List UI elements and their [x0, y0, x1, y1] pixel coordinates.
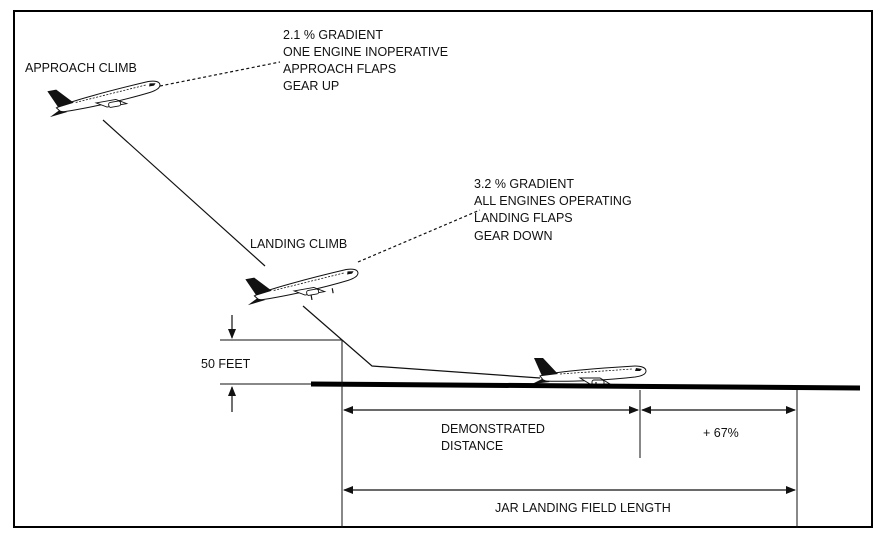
landing-note-line-3: LANDING FLAPS: [474, 211, 573, 225]
demonstrated-distance-label-line-1: DEMONSTRATED: [441, 422, 545, 436]
diagram-frame: [13, 10, 873, 528]
landing-climb-flight-path: [302, 305, 541, 379]
approach-to-landing-path: [102, 119, 266, 267]
approach-note-leader: [159, 61, 281, 87]
runway: [310, 381, 861, 391]
demonstrated-distance-label-line-2: DISTANCE: [441, 439, 503, 453]
jar-field-length-label: JAR LANDING FIELD LENGTH: [495, 501, 671, 515]
landing-note-leader: [357, 209, 481, 263]
plus-percent-label: + 67%: [703, 426, 739, 440]
approach-climb-label: APPROACH CLIMB: [25, 61, 137, 75]
landing-note-line-1: 3.2 % GRADIENT: [474, 177, 574, 191]
approach-note-line-3: APPROACH FLAPS: [283, 62, 396, 76]
landed-aircraft-icon: [531, 357, 647, 386]
landing-note-line-4: GEAR DOWN: [474, 229, 552, 243]
approach-note-line-2: ONE ENGINE INOPERATIVE: [283, 45, 448, 59]
approach-note-line-4: GEAR UP: [283, 79, 339, 93]
approach-note-line-1: 2.1 % GRADIENT: [283, 28, 383, 42]
fifty-feet-label: 50 FEET: [201, 357, 251, 371]
approach-climb-aircraft-icon: [44, 71, 163, 119]
landing-climb-aircraft-icon: [242, 259, 361, 307]
landing-note-line-2: ALL ENGINES OPERATING: [474, 194, 632, 208]
landing-climb-label: LANDING CLIMB: [250, 237, 347, 251]
